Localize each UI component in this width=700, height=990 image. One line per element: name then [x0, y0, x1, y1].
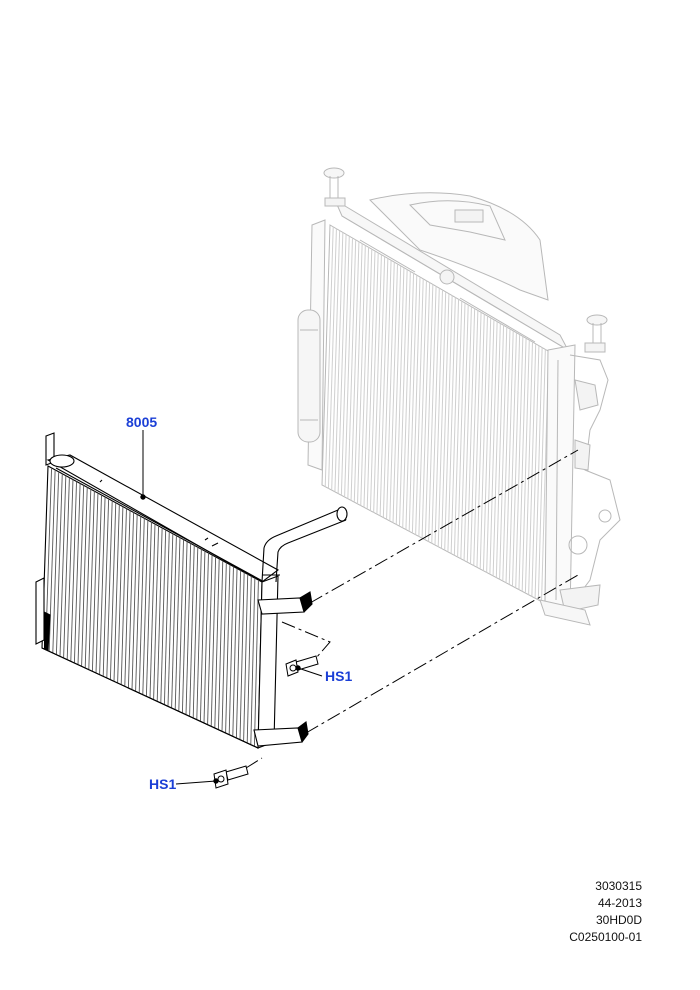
cooler-upper-clamp: [257, 597, 305, 615]
reference-line-1: 3030315: [595, 879, 642, 893]
radiator-assembly-ghost: [297, 167, 621, 626]
reference-line-4: C0250100-01: [569, 930, 642, 944]
oil-cooler: [35, 432, 348, 749]
leader-lines: [140, 430, 323, 785]
alignment-line-upper-bolt: [281, 621, 331, 659]
bolt-lower: [213, 765, 249, 789]
alignment-lines: [245, 449, 579, 769]
alignment-line-lower-mount: [305, 574, 579, 734]
radiator-right-tank: [544, 344, 576, 616]
cooler-core-fins: [45, 467, 259, 747]
radiator-core-fins: [324, 226, 553, 604]
cooler-top-cap: [49, 454, 75, 468]
alignment-line-upper-mount: [309, 449, 579, 604]
callout-hs1-lower: HS1: [149, 776, 176, 792]
reference-line-3: 30HD0D: [595, 913, 642, 927]
fan-shroud: [369, 192, 549, 301]
reference-block: 3030315 44-2013 30HD0D C0250100-01: [569, 878, 642, 946]
cooler-left-bracket: [35, 577, 45, 645]
leader-line-hs1-upper: [297, 667, 323, 677]
alignment-line-lower-bolt: [245, 757, 263, 769]
bolt-upper: [285, 655, 319, 677]
top-mount-right: [584, 314, 608, 353]
reference-line-2: 44-2013: [597, 896, 642, 910]
top-mount-left: [323, 167, 346, 207]
receiver-drier: [297, 309, 321, 443]
callout-8005: 8005: [126, 414, 157, 430]
leader-line-hs1-lower: [175, 780, 217, 785]
callout-hs1-upper: HS1: [325, 668, 352, 684]
cooler-lower-clamp: [253, 727, 303, 747]
